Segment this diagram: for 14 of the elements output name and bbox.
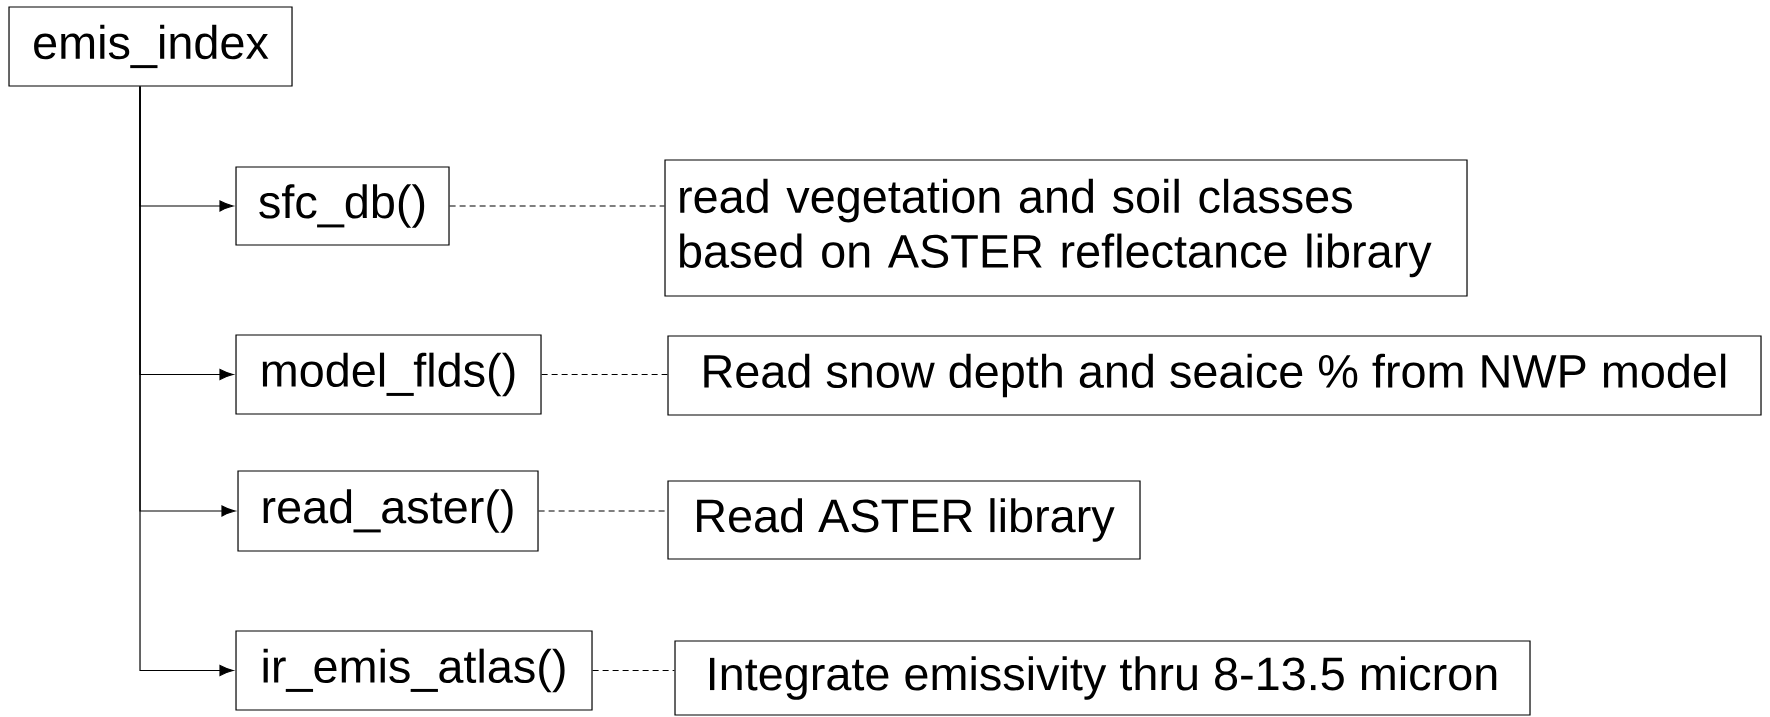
function-box: ir_emis_atlas() xyxy=(235,630,593,711)
function-box: sfc_db() xyxy=(235,166,450,246)
dashed-connector xyxy=(592,669,675,672)
dashed-connector xyxy=(538,510,668,512)
function-box: model_flds() xyxy=(235,334,542,415)
function-box: read_aster() xyxy=(237,470,539,552)
description-box: Read snow depth and seaice % from NWP model xyxy=(667,335,1762,416)
dashed-connector xyxy=(449,205,665,207)
description-box: Integrate emissivity thru 8-13.5 micron xyxy=(674,640,1531,716)
description-box: read vegetation and soil classes based on ASTER reflectance library xyxy=(664,159,1468,297)
description-box: Read ASTER library xyxy=(667,480,1141,560)
arrow xyxy=(139,86,234,677)
module-box: emis_index xyxy=(8,6,293,87)
dashed-connector xyxy=(541,373,668,376)
